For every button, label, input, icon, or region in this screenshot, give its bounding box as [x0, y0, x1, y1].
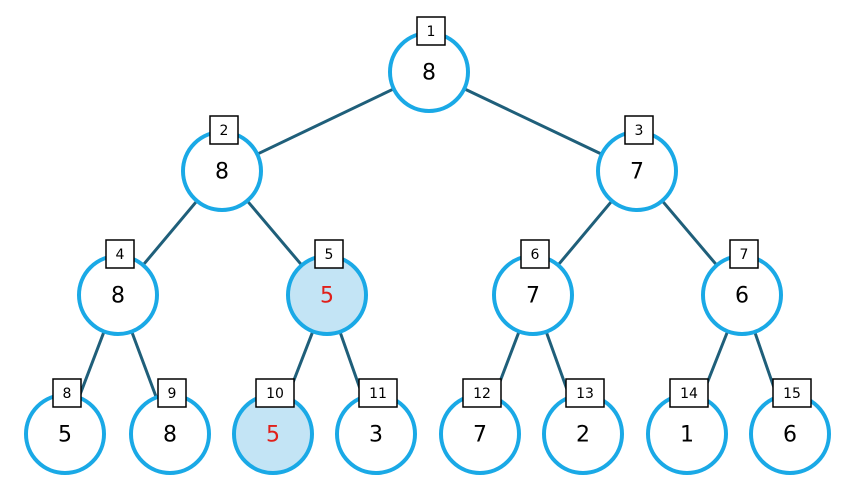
edge-3-7 [661, 200, 718, 266]
index-box [255, 378, 295, 408]
index-label: 4 [116, 247, 125, 263]
node-value: 8 [215, 160, 229, 185]
tree-node-3: 73 [596, 115, 678, 212]
index-label: 9 [168, 386, 177, 402]
node-value: 6 [735, 284, 749, 309]
index-label: 12 [473, 386, 491, 402]
index-label: 10 [266, 386, 284, 402]
edge-3-6 [557, 200, 613, 266]
node-value: 6 [783, 423, 797, 448]
edge-2-5 [246, 200, 303, 266]
index-box [729, 239, 759, 269]
node-value: 7 [630, 160, 644, 185]
tree-node-11: 3 11 [335, 378, 417, 475]
index-box [314, 239, 344, 269]
edge-4-8 [78, 331, 105, 398]
tree-node-13: 2 13 [542, 378, 624, 475]
index-box [209, 115, 239, 145]
tree-node-8: 58 [24, 378, 106, 475]
node-value: 5 [58, 423, 72, 448]
edge-1-2 [257, 88, 394, 155]
index-box [565, 378, 605, 408]
index-box [157, 378, 187, 408]
tree-node-14: 1 14 [646, 378, 728, 475]
index-label: 15 [783, 386, 801, 402]
index-box [358, 378, 398, 408]
index-label: 8 [63, 386, 72, 402]
tree-node-7: 67 [701, 239, 783, 336]
index-label: 7 [740, 247, 749, 263]
index-label: 3 [635, 123, 644, 139]
tree-node-9: 89 [129, 378, 211, 475]
index-label: 13 [576, 386, 594, 402]
index-box [105, 239, 135, 269]
tree-node-5: 55 [286, 239, 368, 336]
node-value: 8 [111, 284, 125, 309]
node-value: 2 [576, 423, 590, 448]
tree-edges [78, 88, 779, 398]
node-value: 8 [422, 61, 436, 86]
index-box [462, 378, 502, 408]
tree-node-4: 84 [77, 239, 159, 336]
node-value: 8 [163, 423, 177, 448]
node-value: 7 [526, 284, 540, 309]
index-box [772, 378, 812, 408]
index-label: 6 [531, 247, 540, 263]
node-value: 5 [320, 284, 334, 309]
tree-node-12: 7 12 [439, 378, 521, 475]
node-value: 7 [473, 423, 487, 448]
tree-node-15: 6 15 [749, 378, 831, 475]
index-box [520, 239, 550, 269]
edge-4-9 [130, 331, 158, 398]
node-value: 3 [369, 423, 383, 448]
index-box [669, 378, 709, 408]
index-label: 11 [369, 386, 387, 402]
index-label: 2 [220, 123, 229, 139]
tree-node-6: 76 [492, 239, 574, 336]
index-box [52, 378, 82, 408]
tree-node-2: 82 [181, 115, 263, 212]
edge-2-4 [142, 200, 198, 266]
index-label: 5 [325, 247, 334, 263]
index-label: 1 [427, 24, 436, 40]
index-label: 14 [680, 386, 698, 402]
index-box [624, 115, 654, 145]
index-box [416, 16, 446, 46]
tree-node-1: 81 [388, 16, 470, 113]
tree-node-10: 5 10 [232, 378, 314, 475]
edge-1-3 [464, 88, 602, 155]
node-value: 1 [680, 423, 694, 448]
node-value: 5 [266, 423, 280, 448]
